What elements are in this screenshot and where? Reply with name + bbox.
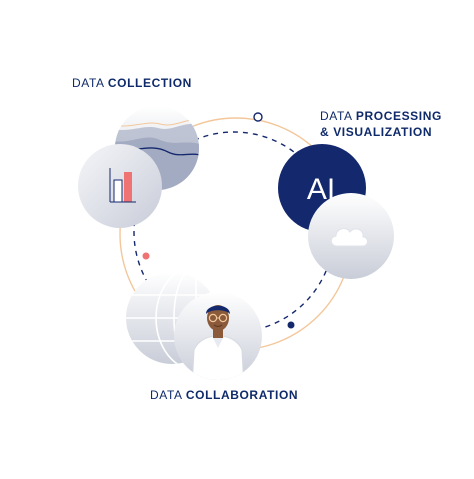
bar-chart-icon [78, 144, 162, 228]
label-data-collection: DATA COLLECTION [72, 76, 192, 90]
cloud-icon [308, 193, 394, 279]
ring-node-navy [287, 321, 295, 329]
label-data-collaboration: DATA COLLABORATION [150, 388, 299, 402]
ring-node-open [253, 112, 263, 122]
ring-node-coral [142, 252, 150, 260]
person-avatar-icon [174, 292, 262, 380]
label-data-processing: DATA PROCESSING & VISUALIZATION [320, 109, 442, 139]
